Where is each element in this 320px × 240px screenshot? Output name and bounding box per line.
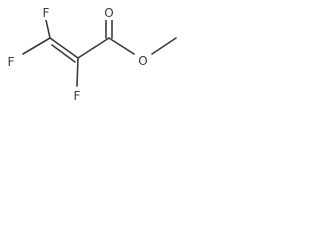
atom-f-left: F: [8, 55, 15, 69]
atom-o-ester: O: [138, 54, 147, 68]
chemical-structure: F F F O O: [5, 4, 177, 103]
bond-c1-c2-second: [51, 44, 76, 63]
atom-f-bottom: F: [74, 89, 81, 103]
bond-c1-f-top: [45, 19, 51, 39]
atom-f-top: F: [43, 6, 50, 20]
bond-c3-o-ester: [108, 37, 135, 55]
bond-c2-f-bottom: [76, 57, 79, 87]
bond-c1-f-left: [22, 37, 51, 55]
bond-c2-c3: [77, 37, 110, 59]
bond-c1-c2: [49, 37, 79, 59]
atom-labels: F F F O O: [5, 4, 150, 103]
bonds: [22, 19, 177, 87]
atom-o-carbonyl: O: [104, 6, 113, 20]
bond-o-ester-methyl: [151, 37, 177, 55]
